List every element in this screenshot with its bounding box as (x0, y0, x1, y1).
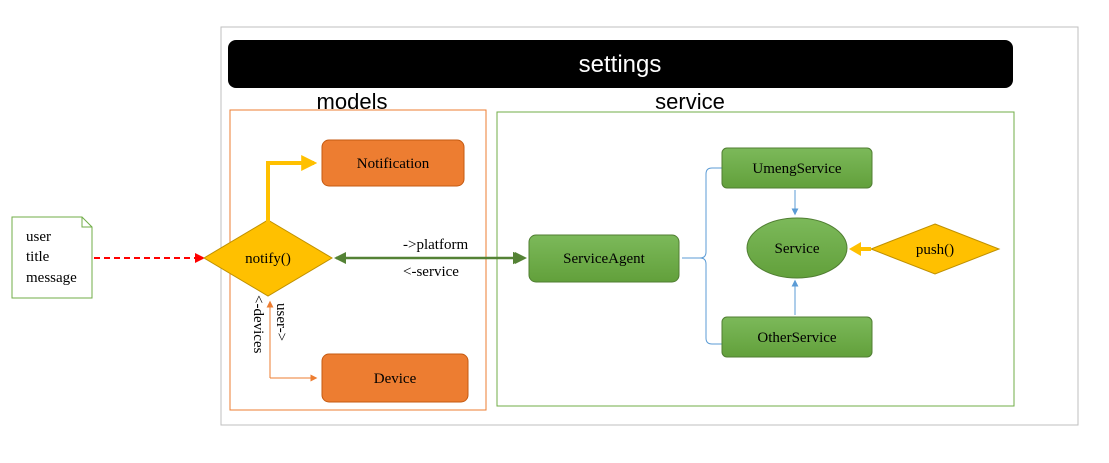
notification-label: Notification (357, 156, 430, 172)
agent-brace (682, 167, 722, 345)
settings-title: settings (579, 51, 662, 78)
settings-header-bar (228, 40, 1013, 88)
notify-label: notify() (245, 251, 291, 267)
push-label: push() (916, 242, 954, 258)
umeng-service-box[interactable] (721, 147, 873, 189)
umeng-service-label: UmengService (752, 161, 841, 177)
input-note (11, 216, 93, 299)
service-core-label: Service (775, 241, 820, 257)
device-label: Device (374, 371, 417, 387)
service-return-label: <-service (403, 264, 459, 280)
user-arrow-label: user-> (273, 303, 289, 341)
other-service-box[interactable] (721, 316, 873, 358)
input-note-user: user (26, 229, 51, 245)
input-note-message: message (26, 270, 77, 286)
notify-to-notification-arrow (266, 155, 318, 222)
device-box[interactable] (321, 353, 469, 403)
other-service-label: OtherService (757, 330, 836, 346)
notify-diamond[interactable] (203, 219, 333, 297)
service-agent-label: ServiceAgent (563, 251, 645, 267)
notification-box[interactable] (321, 139, 465, 187)
service-section-label: service (655, 89, 725, 114)
push-diamond[interactable] (869, 223, 1001, 275)
input-note-title: title (26, 249, 50, 265)
service-agent-box[interactable] (528, 234, 680, 283)
service-ellipse[interactable] (746, 217, 848, 279)
platform-label: ->platform (403, 237, 468, 253)
devices-arrow-label: <-devices (250, 295, 266, 354)
